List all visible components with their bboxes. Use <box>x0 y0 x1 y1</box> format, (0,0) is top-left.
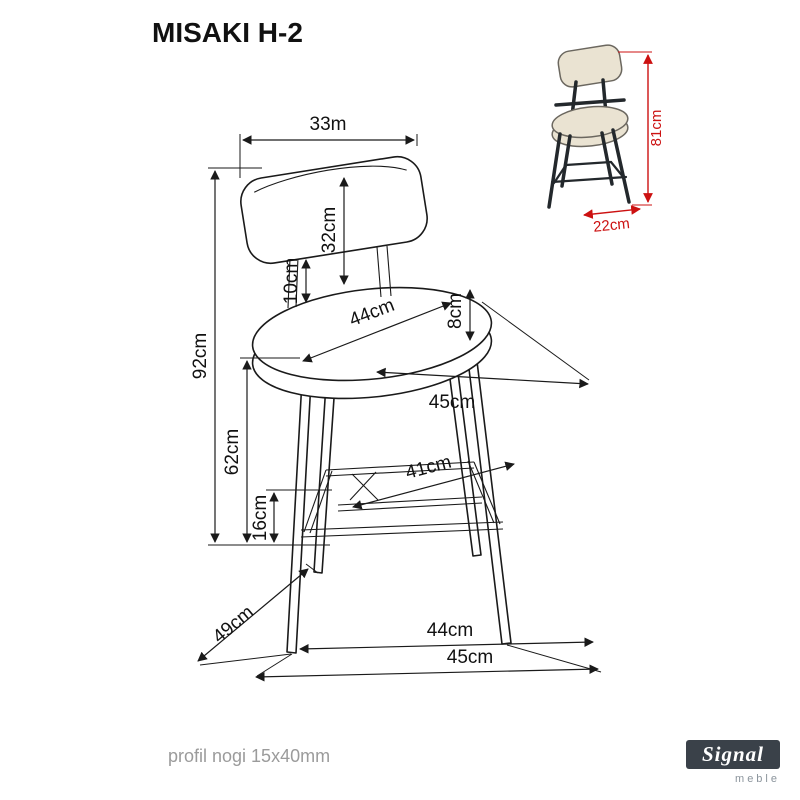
back-height-label: 32cm <box>319 207 340 253</box>
total-height-label: 92cm <box>190 333 211 379</box>
dim-back-height: 32cm <box>319 177 349 285</box>
leg-profile-note: profil nogi 15x40mm <box>168 746 330 766</box>
thumb-depth-label: 22cm <box>592 215 630 236</box>
back-gap-label: 10cm <box>281 258 302 304</box>
front-left-leg <box>286 361 313 654</box>
page-title: MISAKI H-2 <box>152 17 303 48</box>
thumbnail-stool: 81cm 22cm <box>547 44 665 236</box>
dim-footrest-height: 16cm <box>250 489 332 543</box>
footrest-height-label: 16cm <box>250 495 271 541</box>
dim-seat-height: 62cm <box>222 357 300 543</box>
logo-brand-text: Signal <box>702 742 764 766</box>
dim-total-height: 92cm <box>190 167 330 546</box>
footrest-width-label: 41cm <box>403 452 453 484</box>
thumb-footrest <box>550 160 628 185</box>
legs-span-label: 44cm <box>427 620 473 641</box>
stool-backrest <box>240 155 428 265</box>
logo-background <box>686 740 780 769</box>
depth-label: 49cm <box>209 602 258 648</box>
seat-depth-label: 45cm <box>429 392 475 413</box>
back-width-label: 33m <box>310 114 347 135</box>
dim-seat-thickness: 8cm <box>445 289 475 341</box>
thumb-dim-depth: 22cm <box>583 205 641 236</box>
thumb-legs <box>547 128 631 209</box>
seat-thickness-label: 8cm <box>445 293 466 329</box>
dim-legs-span: 44cm <box>299 620 602 673</box>
thumb-backrest-pad <box>557 44 623 88</box>
dim-back-gap: 10cm <box>281 258 311 304</box>
thumb-dim-height: 81cm <box>618 51 665 206</box>
dim-seat-depth: 45cm <box>376 301 590 413</box>
thumb-height-label: 81cm <box>648 110 665 147</box>
dimensions: 33m 92cm 62cm 16cm 32cm 10cm <box>190 114 602 682</box>
brand-logo: Signal meble <box>686 740 780 785</box>
logo-sub-text: meble <box>735 773 780 785</box>
seat-height-label: 62cm <box>222 429 243 475</box>
dim-base-width: 45cm <box>255 647 599 682</box>
stool-back-posts <box>287 245 392 309</box>
dim-back-width: 33m <box>239 114 418 178</box>
base-width-label: 45cm <box>447 647 493 668</box>
